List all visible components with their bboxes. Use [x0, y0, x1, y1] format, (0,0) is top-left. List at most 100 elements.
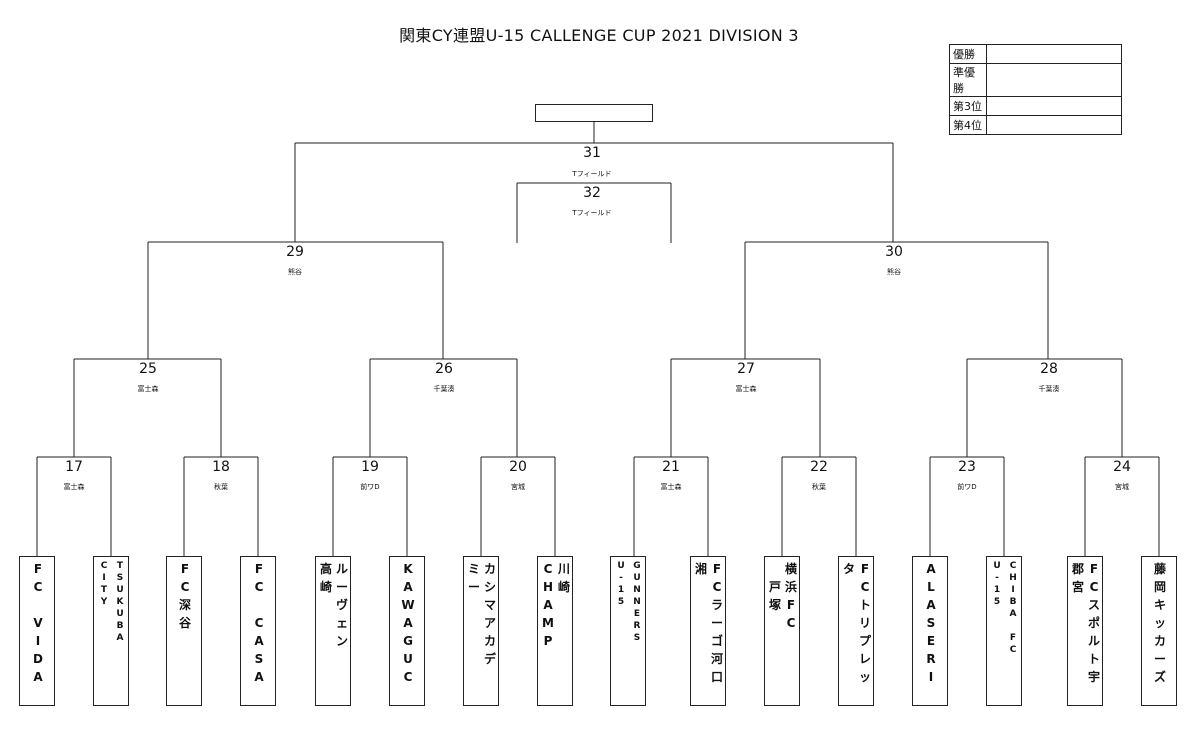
match-venue: 熊谷	[288, 268, 302, 276]
match-number: 21	[662, 459, 680, 475]
match-venue: 秋葉	[214, 483, 228, 491]
bracket-line-21	[633, 456, 709, 556]
team-name: カ シ マ ア カ デ	[483, 562, 496, 666]
team-box[interactable]: K A W A G U C	[389, 556, 425, 706]
bracket-line-17	[36, 456, 112, 556]
team-box[interactable]: 藤 岡 キ ッ カ ー ズ	[1141, 556, 1177, 706]
team-name: 藤 岡 キ ッ カ ー ズ	[1153, 562, 1166, 684]
team-name-line: ミ ー	[467, 562, 480, 594]
team-name: ル ー ヴ ェ ン	[335, 562, 348, 648]
match-number: 28	[1040, 361, 1058, 377]
match-number: 23	[958, 459, 976, 475]
match-number: 27	[737, 361, 755, 377]
team-name: F C ス ポ ル ト 宇	[1087, 562, 1100, 684]
bracket-line-third-place	[516, 182, 672, 243]
result-value[interactable]	[986, 115, 1122, 135]
match-venue: 前ワD	[957, 483, 977, 491]
team-name: C H I B A F C	[1009, 561, 1017, 655]
team-box[interactable]: 郡 宮 F C ス ポ ル ト 宇	[1067, 556, 1103, 706]
match-number: 24	[1113, 459, 1131, 475]
results-row-fourth: 第4位	[949, 115, 1122, 135]
match-venue: Tフィールド	[572, 170, 612, 178]
match-venue: 宮城	[511, 483, 525, 491]
bracket-line-final	[294, 122, 894, 242]
team-box[interactable]: ミ ー カ シ マ ア カ デ	[463, 556, 499, 706]
team-name-line: 郡 宮	[1071, 562, 1084, 594]
match-number: 20	[509, 459, 527, 475]
team-name-line: 高 崎	[319, 562, 332, 594]
page-title: 関東CY連盟U-15 CALLENGE CUP 2021 DIVISION 3	[399, 26, 799, 45]
bracket-line-18	[183, 456, 259, 556]
match-number: 26	[435, 361, 453, 377]
match-venue: 宮城	[1115, 483, 1129, 491]
result-label: 第3位	[949, 96, 987, 116]
team-name-line: C I T Y	[100, 561, 108, 607]
team-name-line: タ	[842, 562, 855, 576]
team-name: 横 浜 F C	[784, 562, 797, 630]
match-number: 19	[361, 459, 379, 475]
bracket-line-27	[670, 358, 821, 457]
team-name: F C 深 谷	[178, 562, 191, 630]
results-table: 優勝 準優勝 第3位 第4位	[949, 44, 1122, 135]
match-venue: 前ワD	[360, 483, 380, 491]
match-number: 29	[286, 244, 304, 260]
team-name-line: U - 1 5	[617, 561, 625, 607]
team-box[interactable]: 戸 塚 横 浜 F C	[764, 556, 800, 706]
team-name: G U N N E R S	[633, 561, 641, 643]
team-name: F C C A S A	[254, 562, 264, 684]
match-venue: Tフィールド	[572, 209, 612, 217]
team-name-line: U - 1 5	[993, 561, 1001, 607]
team-box[interactable]: F C 深 谷	[166, 556, 202, 706]
match-number: 22	[810, 459, 828, 475]
match-number: 18	[212, 459, 230, 475]
bracket-line-22	[781, 456, 857, 556]
team-box[interactable]: 湘 F C ラ ー ゴ 河 口	[690, 556, 726, 706]
team-name: A L A S E R I	[926, 562, 936, 684]
match-venue: 富士森	[63, 483, 85, 491]
team-box[interactable]: C H A M P 川 崎	[537, 556, 573, 706]
team-box[interactable]: C I T Y T S U K U B A	[93, 556, 129, 706]
bracket-line-19	[332, 456, 408, 556]
bracket-line-28	[966, 358, 1123, 457]
match-venue: 秋葉	[812, 483, 826, 491]
match-venue: 千葉湊	[1038, 385, 1060, 393]
team-box[interactable]: U - 1 5 C H I B A F C	[986, 556, 1022, 706]
team-box[interactable]: F C V I D A	[19, 556, 55, 706]
bracket-line-24	[1084, 456, 1160, 556]
match-number: 30	[885, 244, 903, 260]
bracket-line-26	[369, 358, 518, 457]
results-row-winner: 優勝	[949, 44, 1122, 64]
team-box[interactable]: タ F C ト リ プ レ ッ	[838, 556, 874, 706]
team-name: T S U K U B A	[116, 561, 124, 643]
team-name: F C ラ ー ゴ 河 口	[710, 562, 723, 684]
match-venue: 富士森	[660, 483, 682, 491]
match-number: 31	[583, 145, 601, 161]
match-number: 32	[583, 185, 601, 201]
bracket-line-23	[929, 456, 1005, 556]
bracket-line-30	[744, 241, 1049, 359]
team-box[interactable]: 高 崎 ル ー ヴ ェ ン	[315, 556, 351, 706]
team-name: F C ト リ プ レ ッ	[858, 562, 871, 684]
team-name-line: C H A M P	[542, 562, 554, 648]
match-number: 17	[65, 459, 83, 475]
team-name: 川 崎	[557, 562, 570, 594]
team-name-line: 湘	[694, 562, 707, 576]
bracket-line-20	[480, 456, 556, 556]
bracket-line-25	[73, 358, 222, 457]
results-row-third: 第3位	[949, 96, 1122, 116]
champion-box[interactable]	[535, 104, 653, 122]
match-venue: 千葉湊	[433, 385, 455, 393]
result-label: 第4位	[949, 115, 987, 135]
team-box[interactable]: F C C A S A	[240, 556, 276, 706]
team-name-line: 戸 塚	[768, 580, 781, 612]
team-box[interactable]: A L A S E R I	[912, 556, 948, 706]
team-box[interactable]: U - 1 5 G U N N E R S	[610, 556, 646, 706]
team-name: F C V I D A	[33, 562, 43, 684]
match-venue: 富士森	[735, 385, 757, 393]
match-number: 25	[139, 361, 157, 377]
match-venue: 熊谷	[887, 268, 901, 276]
bracket-line-29	[147, 241, 444, 359]
team-name: K A W A G U C	[401, 562, 415, 684]
match-venue: 富士森	[137, 385, 159, 393]
